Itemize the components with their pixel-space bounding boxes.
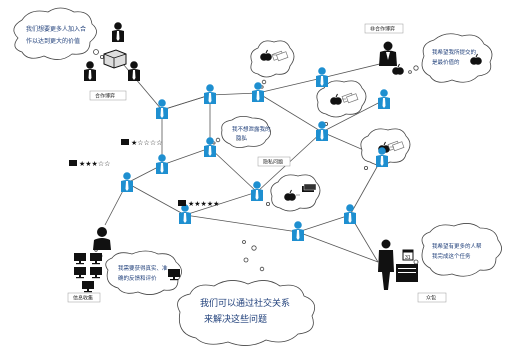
cash-stack-icon <box>302 183 317 192</box>
rating-monitor-icon <box>69 139 186 206</box>
svg-text:31: 31 <box>405 255 411 261</box>
bubble-noncoop-line2: 是最价值的 <box>432 58 460 66</box>
bubble-task-line1: 我希望有更多的人帮 <box>432 242 482 250</box>
bubble-privacy-line2: 隐私 <box>236 134 248 142</box>
bubble-bottom-line2: 来解决这些问题 <box>204 313 267 325</box>
rating-three-star: ★★★☆☆ <box>79 160 110 168</box>
ellipsis-dots <box>236 139 244 141</box>
bubble-info-line2: 确的反馈和评价 <box>118 274 157 282</box>
box-icon <box>103 49 127 69</box>
calendar-icon: 31 <box>402 249 414 261</box>
label-privacy: 隐私问题 <box>263 159 283 166</box>
thought-bubbles <box>13 7 502 346</box>
label-task: 众包 <box>426 295 436 302</box>
cooperative-group <box>84 22 140 81</box>
rating-one-star: ★☆☆☆☆ <box>131 139 162 147</box>
rating-five-star: ★★★★★ <box>188 200 219 208</box>
bubble-info-line1: 我需要获得真实、准 <box>118 264 168 272</box>
bubble-privacy-line1: 我不想泄露我的 <box>232 125 271 133</box>
bubble-bottom-line1: 我们可以通过社交关系 <box>200 297 290 309</box>
bubble-texts: 我们想要更多人加入合 作以达到更大的价值 我希望我所提交的 是最价值的 我不想泄… <box>26 25 482 325</box>
label-info-collect: 信息收集 <box>73 295 93 302</box>
woman-icon <box>93 227 111 250</box>
task-owner-icon <box>378 239 418 290</box>
bubble-top-left-line2: 作以达到更大的价值 <box>26 37 80 45</box>
businessman-icon <box>379 41 397 66</box>
bubble-noncoop-line1: 我希望我所提交的 <box>432 48 477 56</box>
label-noncoop: 非合作博弈 <box>370 26 395 33</box>
bubble-task-line2: 我完成这个任务 <box>432 252 471 260</box>
bubble-top-left-line1: 我们想要更多人加入合 <box>26 25 86 33</box>
label-coop: 合作博弈 <box>95 93 115 100</box>
exchange-arrows-icon <box>273 54 394 196</box>
category-labels: 合作博弈 非合作博弈 隐私问题 信息收集 众包 <box>67 23 447 303</box>
